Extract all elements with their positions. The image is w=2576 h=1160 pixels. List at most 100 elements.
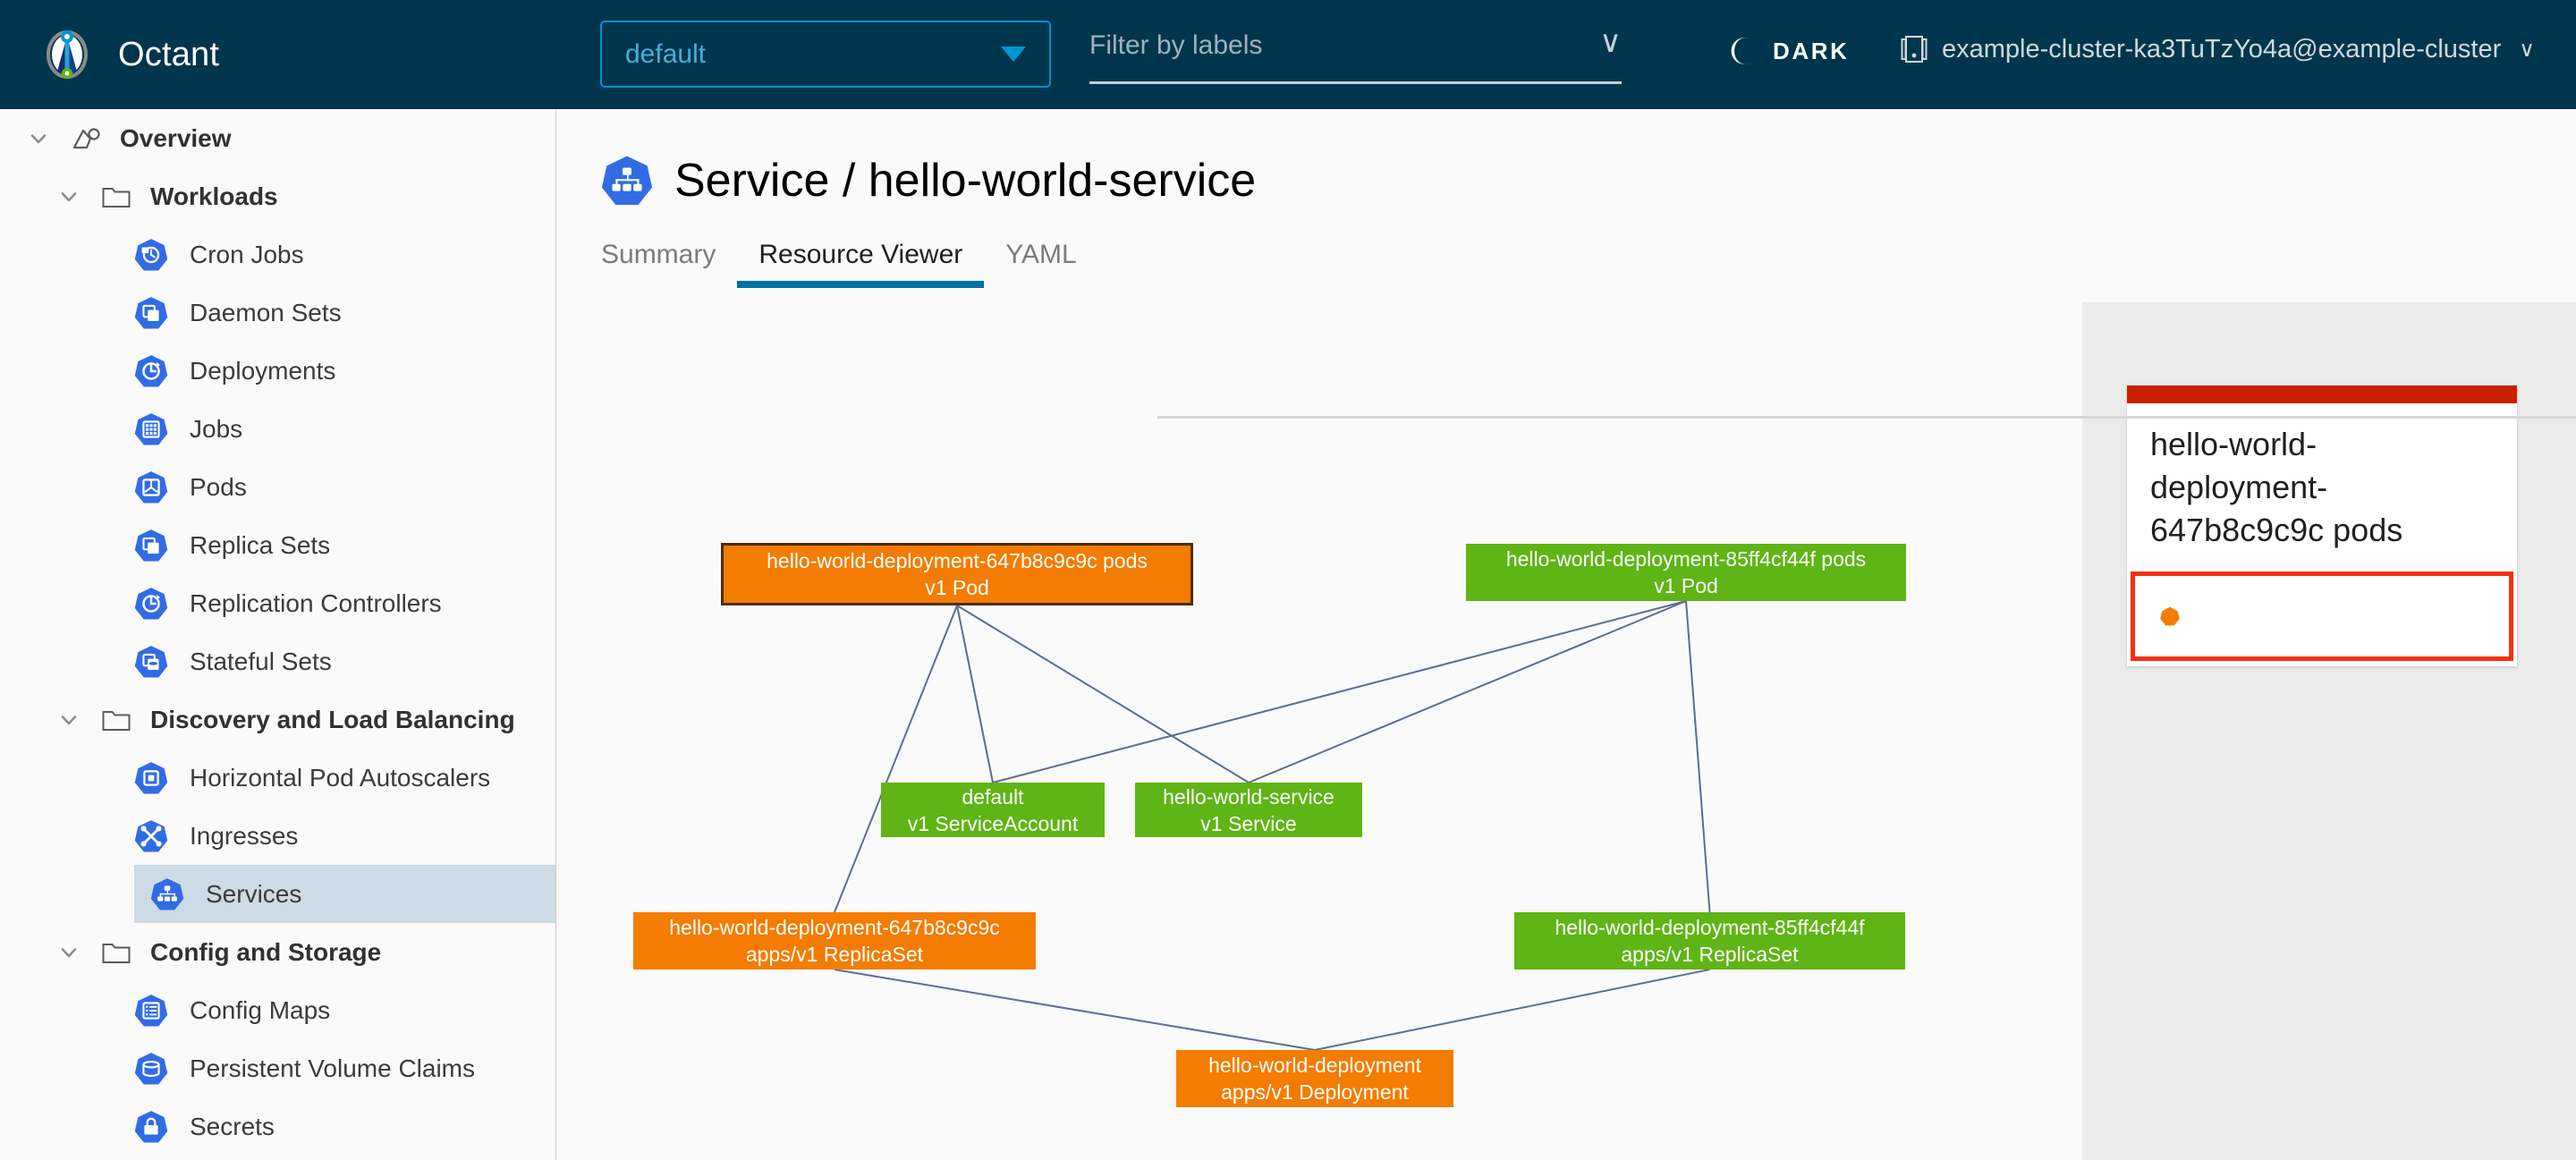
namespace-value: default <box>625 38 707 69</box>
chevron-down-icon <box>1001 47 1026 62</box>
chevron-down-icon[interactable] <box>55 707 82 733</box>
ingress-icon <box>134 819 168 853</box>
graph-node-kind: v1 ServiceAccount <box>907 811 1079 835</box>
status-bar <box>2127 385 2517 403</box>
sidebar-item-label: Stateful Sets <box>190 647 332 675</box>
chevron-down-icon[interactable] <box>25 125 52 152</box>
sidebar-item-services[interactable]: Services <box>134 865 555 923</box>
graph-node-kind: apps/v1 ReplicaSet <box>1621 943 1799 966</box>
sidebar-item-label: Workloads <box>150 182 278 210</box>
sidebar-item-secrets[interactable]: Secrets <box>0 1097 555 1156</box>
sidebar-item-deployments[interactable]: Deployments <box>0 342 555 400</box>
chevron-down-icon: ∨ <box>2519 37 2535 62</box>
chevron-down-icon[interactable]: ∨ <box>1599 25 1622 59</box>
pod-icon <box>134 470 168 504</box>
tab-bar-rule <box>1157 416 2576 419</box>
sidebar-item-jobs[interactable]: Jobs <box>0 400 555 458</box>
detail-panel: hello-world-deployment-647b8c9c9c pods <box>2082 302 2576 1160</box>
graph-node-kind: apps/v1 ReplicaSet <box>745 943 924 966</box>
detail-card-title: hello-world-deployment-647b8c9c9c pods <box>2150 426 2403 548</box>
status-box <box>2131 572 2513 661</box>
sidebar-item-stateful-sets[interactable]: Stateful Sets <box>0 632 555 690</box>
chevron-down-icon[interactable] <box>55 939 82 966</box>
sidebar-item-label: Jobs <box>190 414 243 443</box>
moon-icon <box>1728 36 1758 66</box>
sidebar-item-config-maps[interactable]: Config Maps <box>0 981 555 1039</box>
graph-edges <box>834 600 1711 1051</box>
tab-resource-viewer[interactable]: Resource Viewer <box>737 240 985 288</box>
replicationcontroller-icon <box>134 587 168 621</box>
pvc-icon <box>134 1052 168 1086</box>
sidebar-item-discovery-and-load-balancing[interactable]: Discovery and Load Balancing <box>0 690 555 749</box>
folder-icon <box>102 707 131 732</box>
sidebar-item-daemon-sets[interactable]: Daemon Sets <box>0 284 555 342</box>
sidebar-item-ingresses[interactable]: Ingresses <box>0 807 555 865</box>
graph-node-name: hello-world-deployment-647b8c9c9c <box>669 916 1000 939</box>
folder-icon <box>102 184 131 209</box>
cluster-select[interactable]: example-cluster-ka3TuTzYo4a@example-clus… <box>1901 34 2535 64</box>
sidebar-item-replication-controllers[interactable]: Replication Controllers <box>0 574 555 632</box>
sidebar-item-workloads[interactable]: Workloads <box>0 167 555 225</box>
sidebar-item-pods[interactable]: Pods <box>0 458 555 516</box>
service-icon <box>601 155 653 207</box>
sidebar-item-label: Replica Sets <box>190 530 331 559</box>
tab-bar: Summary Resource Viewer YAML <box>601 240 2576 301</box>
octant-logo-icon <box>39 27 95 82</box>
page-title: Service / hello-world-service <box>601 154 2576 207</box>
label-filter-input[interactable]: Filter by labels ∨ <box>1089 27 1622 84</box>
sidebar-item-label: Pods <box>190 472 247 501</box>
sidebar-item-label: Secrets <box>190 1112 275 1140</box>
status-dot-icon[interactable] <box>2160 606 2180 626</box>
graph-node-kind: v1 Pod <box>1654 574 1718 597</box>
brand[interactable]: Octant <box>39 27 219 82</box>
configmap-icon <box>134 994 168 1028</box>
sidebar-item-replica-sets[interactable]: Replica Sets <box>0 516 555 574</box>
sidebar-item-persistent-volume-claims[interactable]: Persistent Volume Claims <box>0 1039 555 1097</box>
daemonset-icon <box>134 296 168 330</box>
statefulset-icon <box>134 645 168 679</box>
tab-summary[interactable]: Summary <box>601 240 716 269</box>
tab-yaml[interactable]: YAML <box>1005 240 1077 269</box>
graph-node-name: default <box>962 784 1024 809</box>
replicaset-icon <box>134 529 168 563</box>
graph-node-name: hello-world-deployment-85ff4cf44f <box>1555 916 1865 939</box>
theme-toggle[interactable]: DARK <box>1728 36 1850 66</box>
deployment-icon <box>134 354 168 388</box>
detail-card[interactable]: hello-world-deployment-647b8c9c9c pods <box>2127 385 2517 666</box>
graph-node-rs-85ff[interactable]: hello-world-deployment-85ff4cf44f apps/v1… <box>1514 912 1905 969</box>
sidebar-item-horizontal-pod-autoscalers[interactable]: Horizontal Pod Autoscalers <box>0 749 555 807</box>
brand-title: Octant <box>118 35 220 73</box>
job-icon <box>134 412 168 446</box>
page-title-text: Service / hello-world-service <box>674 155 1257 207</box>
app-header: Octant default Filter by labels ∨ DARK <box>0 0 2576 109</box>
sidebar-item-label: Persistent Volume Claims <box>190 1054 476 1082</box>
graph-node-pod-85ff[interactable]: hello-world-deployment-85ff4cf44f pods v1… <box>1466 544 1906 601</box>
graph-node-label: hello-world-deployment-85ff4cf44f apps/v1… <box>1555 914 1864 968</box>
cluster-icon <box>1901 34 1928 64</box>
sidebar-item-cron-jobs[interactable]: Cron Jobs <box>0 225 555 284</box>
sidebar-item-overview[interactable]: Overview <box>0 109 555 167</box>
sidebar-item-label: Services <box>206 879 302 908</box>
sidebar-item-label: Config and Storage <box>150 937 382 966</box>
graph-node-kind: v1 Service <box>1200 811 1297 835</box>
namespace-select[interactable]: default <box>600 21 1051 88</box>
graph-node-name: hello-world-deployment-85ff4cf44f pods <box>1505 547 1867 571</box>
graph-node-kind: apps/v1 Deployment <box>1221 1080 1409 1104</box>
graph-node-rs-647[interactable]: hello-world-deployment-647b8c9c9c apps/v1… <box>633 912 1036 969</box>
sidebar-item-label: Discovery and Load Balancing <box>150 705 515 733</box>
service-icon <box>150 877 184 911</box>
sidebar-item-config-and-storage[interactable]: Config and Storage <box>0 923 555 981</box>
sidebar-item-label: Daemon Sets <box>190 298 342 326</box>
chevron-down-icon[interactable] <box>55 183 82 210</box>
sidebar-item-label: Deployments <box>190 356 336 385</box>
